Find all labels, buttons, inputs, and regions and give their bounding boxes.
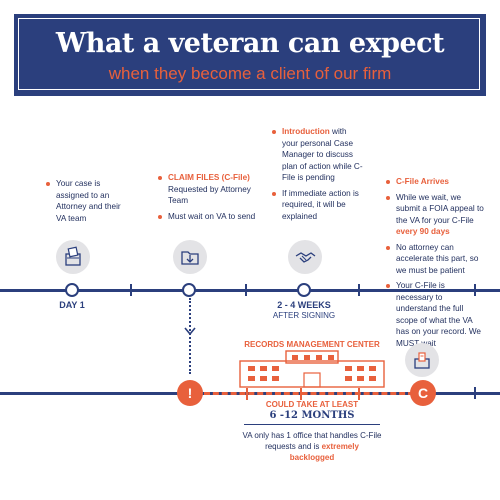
wait-tick xyxy=(300,388,302,400)
step4-heading: C-File Arrives xyxy=(386,176,484,188)
step4-text: C-File Arrives While we wait, we submit … xyxy=(386,176,484,353)
records-note: VA only has 1 office that handles C-File… xyxy=(242,431,382,462)
label-day1: DAY 1 xyxy=(59,300,85,310)
label-2-4-weeks: 2 - 4 WEEKS xyxy=(277,300,331,310)
timeline-node-intro xyxy=(297,283,311,297)
months-divider xyxy=(244,424,380,425)
title-banner-border xyxy=(18,18,480,90)
step4-bullet-1: While we wait, we submit a FOIA appeal t… xyxy=(386,192,484,238)
records-wait-line xyxy=(204,392,414,395)
warning-node: ! xyxy=(177,380,203,406)
step3-bullet-1: Introduction with your personal Case Man… xyxy=(272,126,364,184)
handshake-icon xyxy=(288,240,322,274)
step4-bullet-2: No attorney can accelerate this part, so… xyxy=(386,242,484,277)
dotted-connector xyxy=(189,298,191,374)
wait-tick xyxy=(246,388,248,400)
step2-heading: CLAIM FILES (C-File) xyxy=(168,173,250,182)
step2-bullet-2: Must wait on VA to send xyxy=(158,211,258,223)
step2-bullet-1-text: Requested by Attorney Team xyxy=(168,184,251,206)
timeline-tick xyxy=(474,387,476,399)
step3-intro-rest: with your personal Case Manager to discu… xyxy=(282,127,363,182)
step1-text: Your case is assigned to an Attorney and… xyxy=(46,178,124,228)
step3-bullet-2: If immediate action is required, it will… xyxy=(272,188,364,223)
timeline-tick xyxy=(245,284,247,296)
subtitle: when they become a client of our firm xyxy=(108,64,392,83)
months-label: 6 -12 MONTHS xyxy=(269,410,355,421)
timeline-tick xyxy=(130,284,132,296)
could-take-label: COULD TAKE AT LEAST xyxy=(265,400,359,409)
timeline-tick xyxy=(474,284,476,296)
timeline-node-day1 xyxy=(65,283,79,297)
file-box-icon xyxy=(405,343,439,377)
wait-tick xyxy=(358,388,360,400)
step1-bullet: Your case is assigned to an Attorney and… xyxy=(46,178,124,224)
building-icon xyxy=(239,350,385,388)
step4-every-90-days: every 90 days xyxy=(396,227,450,236)
step3-text: Introduction with your personal Case Man… xyxy=(272,126,364,226)
label-after-signing: AFTER SIGNING xyxy=(272,311,336,320)
step2-bullet-1: CLAIM FILES (C-File) Requested by Attorn… xyxy=(158,172,258,207)
records-title: RECORDS MANAGEMENT CENTER xyxy=(244,340,380,349)
timeline-node-claim xyxy=(182,283,196,297)
title-banner xyxy=(14,14,486,96)
main-timeline xyxy=(0,289,500,292)
step3-intro-word: Introduction xyxy=(282,127,330,136)
folder-download-icon xyxy=(173,240,207,274)
arrow-down-icon xyxy=(184,327,196,336)
c-file-node: C xyxy=(410,380,436,406)
timeline-tick xyxy=(358,284,360,296)
step2-text: CLAIM FILES (C-File) Requested by Attorn… xyxy=(158,172,258,226)
main-title: What a veteran can expect xyxy=(55,28,445,59)
extremely-backlogged: extremely backlogged xyxy=(289,442,359,462)
ballot-box-icon xyxy=(56,240,90,274)
